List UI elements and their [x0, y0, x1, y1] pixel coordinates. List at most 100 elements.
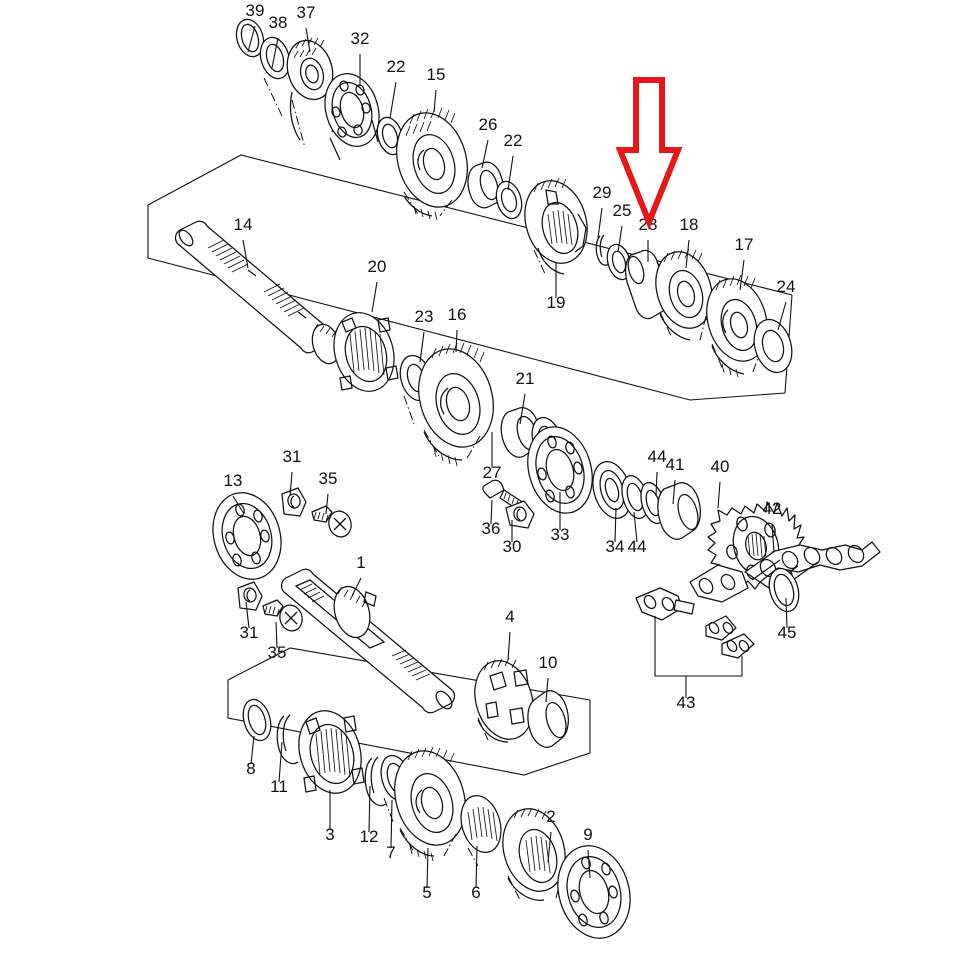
part-9-ball-bearing	[557, 845, 631, 939]
callout-number-12: 12	[360, 827, 379, 846]
callout-leader-14	[242, 239, 249, 269]
callout-number-25: 25	[613, 201, 632, 220]
callout-number-24: 24	[777, 277, 796, 296]
callout-number-43: 43	[677, 693, 696, 712]
callout-number-22: 22	[504, 131, 523, 150]
callout-number-23: 23	[415, 307, 434, 326]
callout-number-32: 32	[351, 29, 370, 48]
callout-number-15: 15	[427, 65, 446, 84]
callout-leader-35	[275, 621, 278, 649]
part-10-bushing	[527, 690, 569, 748]
part-1-mainshaft	[280, 568, 456, 714]
callout-number-8: 8	[246, 759, 255, 778]
callout-number-10: 10	[539, 653, 558, 672]
callout-number-22: 22	[387, 57, 406, 76]
part-39-washer-ring	[235, 18, 265, 58]
callout-leader-9	[587, 849, 591, 879]
part-20-sliding-gear	[333, 312, 399, 392]
callout-leader-38	[271, 37, 279, 69]
callout-leader-13	[232, 495, 245, 515]
callout-leader-41	[672, 479, 676, 505]
callout-number-33: 33	[551, 525, 570, 544]
part-32-ball-bearing	[324, 73, 380, 161]
callout-leader-44	[655, 471, 658, 497]
part-31-retainer-plate-b	[237, 581, 263, 611]
part-43-chain-link-b	[705, 615, 755, 659]
callout-leader-31	[289, 471, 293, 497]
callout-leader-36	[490, 499, 493, 525]
part-1-shaft-gear	[333, 585, 377, 639]
callout-leader-22	[507, 155, 514, 191]
callout-leader-44	[633, 511, 638, 543]
callout-number-18: 18	[680, 215, 699, 234]
part-13-ball-bearing	[212, 492, 282, 580]
part-12-circlip	[364, 756, 387, 807]
part-35-screw-a	[311, 505, 352, 538]
callout-number-35: 35	[268, 643, 287, 662]
callout-leader-20	[371, 281, 378, 313]
part-26-bushing	[467, 161, 504, 209]
callout-leader-25	[617, 225, 623, 253]
callout-leader-26	[481, 139, 489, 169]
callout-leader-11	[278, 741, 283, 783]
callout-number-39: 39	[246, 1, 265, 20]
callout-leader-31	[245, 601, 250, 629]
callout-number-14: 14	[234, 215, 253, 234]
callout-leader-1	[351, 577, 362, 597]
callout-leader-16	[455, 329, 458, 353]
part-45-o-ring	[768, 567, 800, 613]
callout-leader-45	[785, 597, 788, 629]
part-43-chain-link-a	[635, 587, 695, 621]
callout-number-27: 27	[483, 463, 502, 482]
callout-number-29: 29	[593, 183, 612, 202]
part-35-screw-b	[262, 599, 303, 632]
callout-number-17: 17	[735, 235, 754, 254]
chain-rollers-lower	[689, 564, 749, 603]
part-29-circlip	[595, 234, 610, 266]
callout-43-bracket	[654, 616, 743, 677]
callout-number-11: 11	[270, 777, 288, 796]
callout-number-1: 1	[356, 553, 365, 572]
callout-leader-29	[597, 207, 603, 239]
highlight-arrow-down-icon	[615, 77, 683, 231]
callout-number-35: 35	[319, 469, 338, 488]
callout-leader-15	[433, 89, 437, 113]
callout-number-9: 9	[583, 825, 592, 844]
callout-number-13: 13	[224, 471, 243, 490]
callout-leader-35	[325, 493, 329, 515]
callout-leader-18	[685, 239, 690, 269]
callout-number-40: 40	[711, 457, 730, 476]
callout-leader-7	[390, 799, 393, 849]
callout-number-7: 7	[386, 843, 395, 862]
callout-number-26: 26	[479, 115, 498, 134]
callout-number-44: 44	[628, 537, 647, 556]
part-33-ball-bearing	[527, 426, 593, 514]
part-19-gear-assembly	[524, 177, 588, 277]
callout-number-5: 5	[422, 883, 431, 902]
callout-number-37: 37	[297, 3, 316, 22]
part-38-washer-ring	[259, 36, 291, 119]
callout-number-38: 38	[269, 13, 288, 32]
part-18-gear	[655, 248, 713, 341]
callout-number-36: 36	[482, 519, 501, 538]
callout-leader-37	[305, 27, 311, 53]
part-2-gear	[502, 807, 566, 901]
callout-numbers: 3938373222152622292528181724191420231621…	[224, 1, 797, 902]
callout-leader-34	[614, 507, 617, 543]
callout-number-20: 20	[368, 257, 387, 276]
part-28-spacer-sleeve	[625, 249, 669, 320]
callout-number-2: 2	[546, 807, 555, 826]
part-30-retainer-plate	[505, 500, 535, 529]
part-24-washer	[753, 318, 793, 374]
part-31-retainer-plate-a	[281, 487, 307, 517]
callout-number-42: 42	[763, 499, 782, 518]
callout-number-16: 16	[448, 305, 467, 324]
callout-leader-5	[426, 847, 429, 889]
part-22-washer-a	[376, 116, 404, 156]
part-5-gear-large	[394, 746, 466, 862]
callout-number-19: 19	[547, 293, 566, 312]
callout-leader-23	[419, 331, 425, 363]
callout-number-21: 21	[516, 369, 535, 388]
